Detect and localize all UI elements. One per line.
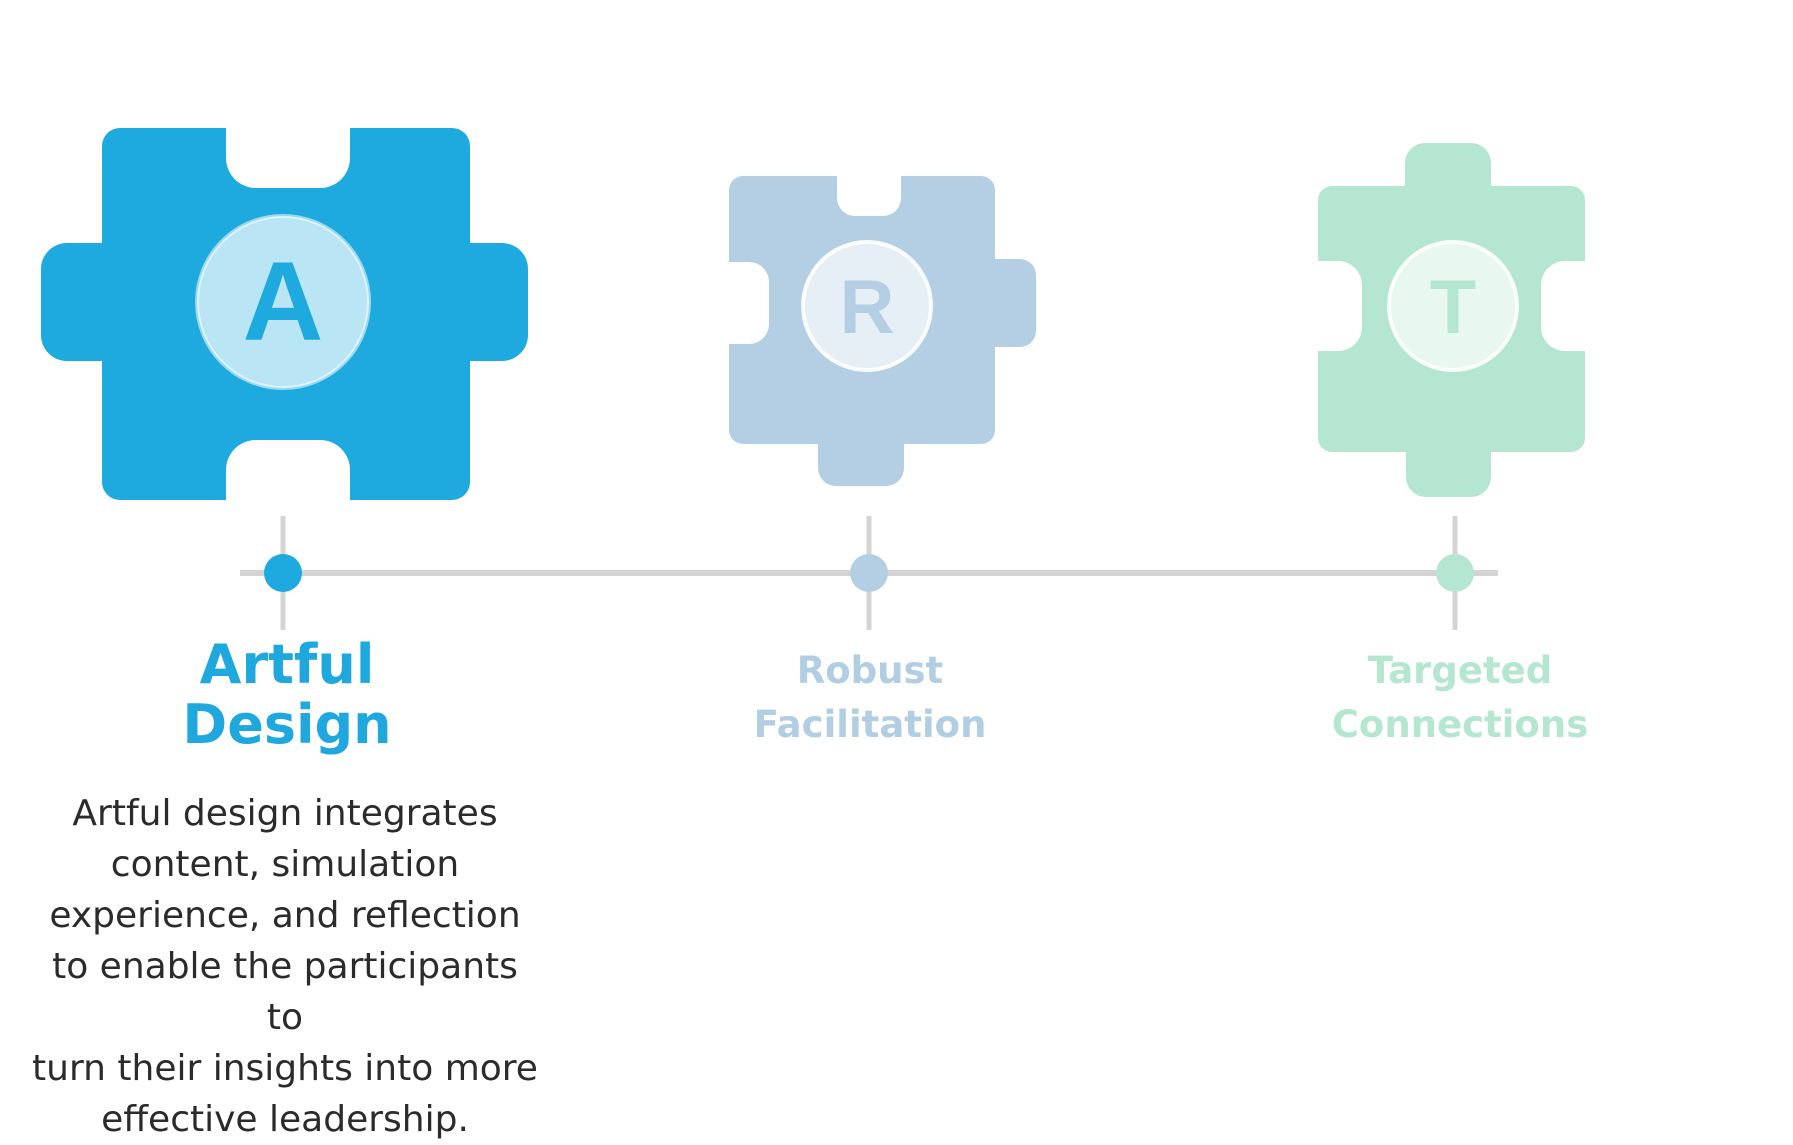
timeline-dot-a <box>264 554 302 592</box>
label-targeted-connections: Targeted Connections <box>1305 644 1615 752</box>
label-robust-facilitation: Robust Facilitation <box>720 644 1020 752</box>
label-t-line2: Connections <box>1331 703 1589 746</box>
artful-design-description: Artful design integrates content, simula… <box>30 788 540 1145</box>
puzzle-piece-r: R <box>729 176 1036 486</box>
description-line: content, simulation <box>110 844 460 885</box>
timeline-dot-t <box>1436 554 1474 592</box>
description-line: experience, and reflection <box>49 895 521 936</box>
puzzle-piece-t-letter: T <box>1430 265 1476 350</box>
puzzle-piece-t-circle <box>1387 240 1519 372</box>
puzzle-piece-t: T <box>1318 143 1585 497</box>
label-artful-design: Artful Design <box>137 635 437 755</box>
puzzle-piece-a-letter: A <box>243 239 324 364</box>
label-t-line1: Targeted <box>1367 649 1553 692</box>
puzzle-piece-a-circle <box>195 214 371 390</box>
puzzle-piece-r-circle <box>801 240 933 372</box>
label-a-line1: Artful <box>199 633 375 696</box>
timeline-dot-r <box>850 554 888 592</box>
timeline <box>240 516 1498 630</box>
description-line: effective leadership. <box>101 1099 469 1140</box>
description-line: Artful design integrates <box>72 793 498 834</box>
label-r-line2: Facilitation <box>753 703 987 746</box>
puzzle-piece-a: A <box>41 128 528 500</box>
puzzle-piece-r-letter: R <box>840 265 895 350</box>
label-a-line2: Design <box>182 693 392 756</box>
description-line: to enable the participants to <box>52 946 518 1038</box>
label-r-line1: Robust <box>796 649 944 692</box>
description-line: turn their insights into more <box>32 1048 538 1089</box>
